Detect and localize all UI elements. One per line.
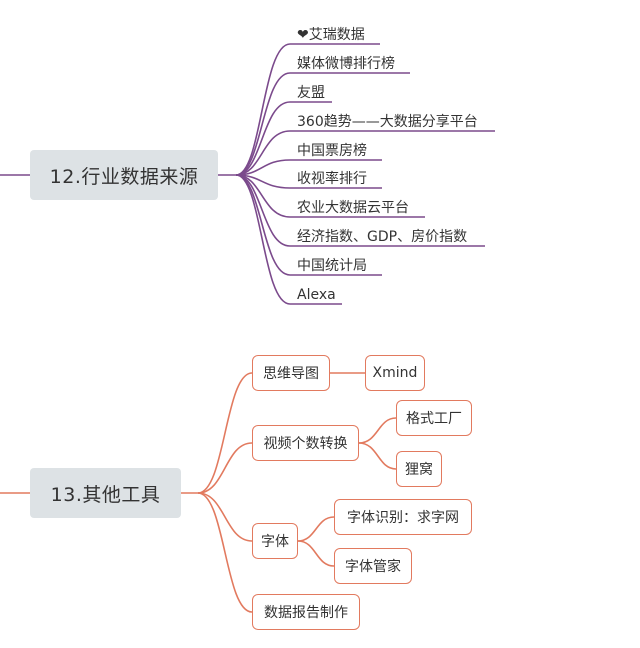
leaf-ratings-ranking[interactable]: 收视率排行 <box>297 171 367 187</box>
font-manager-label: 字体管家 <box>345 559 401 575</box>
format-factory-node[interactable]: 格式工厂 <box>396 400 472 436</box>
font-recognition-node[interactable]: 字体识别：求字网 <box>334 499 472 535</box>
industry-data-sources-title: 12.行业数据来源 <box>49 165 199 188</box>
leaf-360-trends[interactable]: 360趋势——大数据分享平台 <box>297 114 478 130</box>
industry-data-sources-node[interactable]: 12.行业数据来源 <box>30 150 218 200</box>
other-tools-title: 13.其他工具 <box>50 483 161 506</box>
other-tools-node[interactable]: 13.其他工具 <box>30 468 181 518</box>
liwo-label: 狸窝 <box>405 462 433 478</box>
font-label: 字体 <box>261 534 289 550</box>
report-making-label: 数据报告制作 <box>264 605 348 621</box>
leaf-media-weibo-ranking[interactable]: 媒体微博排行榜 <box>297 56 395 72</box>
leaf-alexa[interactable]: Alexa <box>297 287 336 303</box>
xmind-label: Xmind <box>372 365 418 381</box>
leaf-stats-bureau[interactable]: 中国统计局 <box>297 258 367 274</box>
xmind-node[interactable]: Xmind <box>365 355 425 391</box>
mindmap-node[interactable]: 思维导图 <box>252 355 330 391</box>
video-convert-label: 视频个数转换 <box>263 436 348 452</box>
leaf-china-box-office[interactable]: 中国票房榜 <box>297 143 367 159</box>
leaf-agri-big-data[interactable]: 农业大数据云平台 <box>297 200 409 216</box>
leaf-economic-index[interactable]: 经济指数、GDP、房价指数 <box>297 229 468 245</box>
video-convert-node[interactable]: 视频个数转换 <box>252 425 359 461</box>
liwo-node[interactable]: 狸窝 <box>396 451 442 487</box>
font-recognition-label: 字体识别：求字网 <box>347 510 459 526</box>
mindmap-label: 思维导图 <box>263 366 319 382</box>
leaf-iresearch[interactable]: ❤艾瑞数据 <box>297 27 365 43</box>
format-factory-label: 格式工厂 <box>406 411 462 427</box>
leaf-umeng[interactable]: 友盟 <box>297 85 325 101</box>
report-making-node[interactable]: 数据报告制作 <box>252 594 360 630</box>
font-manager-node[interactable]: 字体管家 <box>334 548 412 584</box>
font-node[interactable]: 字体 <box>252 523 298 559</box>
